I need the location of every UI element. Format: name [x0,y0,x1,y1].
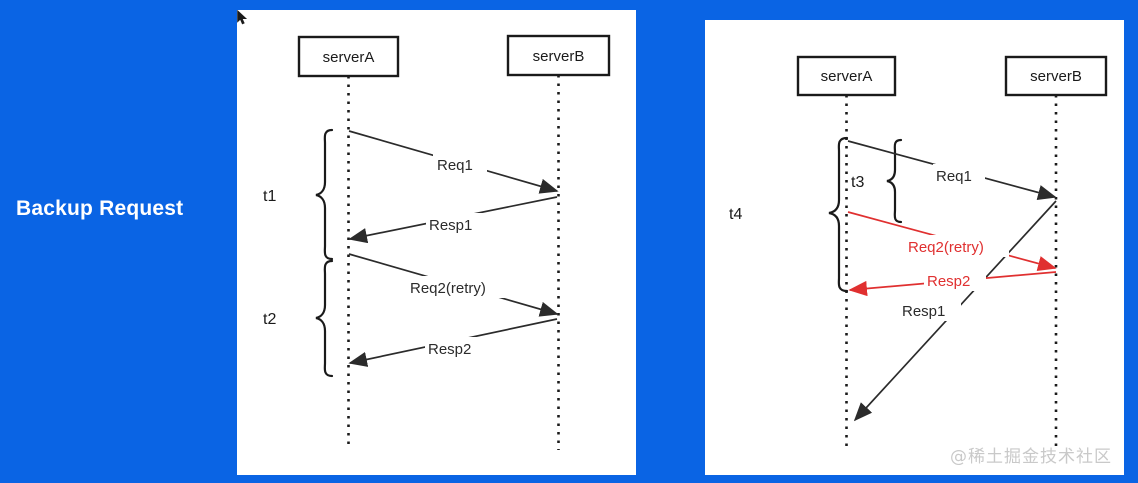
label-bg-resp1 [899,298,961,321]
label-bg-resp2 [425,337,487,359]
interval-label-t2: t2 [263,311,276,328]
message-label-resp1: Resp1 [902,303,945,320]
label-bg-resp2 [924,269,986,291]
participant-box-serverA: serverA [796,55,897,97]
label-bg-req1 [933,164,985,186]
message-label-resp2: Resp2 [927,273,970,290]
participant-label-serverB: serverB [533,48,585,65]
message-label-req2: Req2(retry) [908,239,984,256]
participant-box-serverB: serverB [1004,55,1108,97]
message-label-resp1: Resp1 [429,217,472,234]
right-diagram-panel: serverA serverB t4 t3 Req1 [705,20,1124,475]
left-diagram-svg: serverA serverB t1 t2 Req1 [263,34,611,450]
message-label-req1: Req1 [437,157,473,174]
message-label-req2: Req2(retry) [410,280,486,297]
interval-brace-t1 [315,128,334,261]
interval-brace-t2 [315,259,334,378]
right-diagram-svg: serverA serverB t4 t3 Req1 [729,55,1108,452]
interval-label-t3: t3 [851,174,864,191]
message-label-resp2: Resp2 [428,341,471,358]
participant-box-serverB: serverB [506,34,611,77]
participant-box-serverA: serverA [297,35,400,78]
message-label-req1: Req1 [936,168,972,185]
participant-label-serverA: serverA [323,49,375,66]
interval-label-t1: t1 [263,188,276,205]
label-bg-resp1 [426,213,488,235]
interval-brace-t3 [886,138,903,224]
interval-brace-t4 [828,136,849,293]
watermark-text: @稀土掘金技术社区 [950,447,1112,467]
interval-label-t4: t4 [729,206,742,223]
mouse-cursor-icon [237,10,248,25]
participant-label-serverB: serverB [1030,68,1082,85]
participant-label-serverA: serverA [821,68,873,85]
label-bg-req2 [905,235,1009,257]
page-title: Backup Request [16,197,184,220]
left-diagram-panel: serverA serverB t1 t2 Req1 [237,10,636,475]
label-bg-req1 [433,153,487,175]
label-bg-req2 [407,276,511,298]
